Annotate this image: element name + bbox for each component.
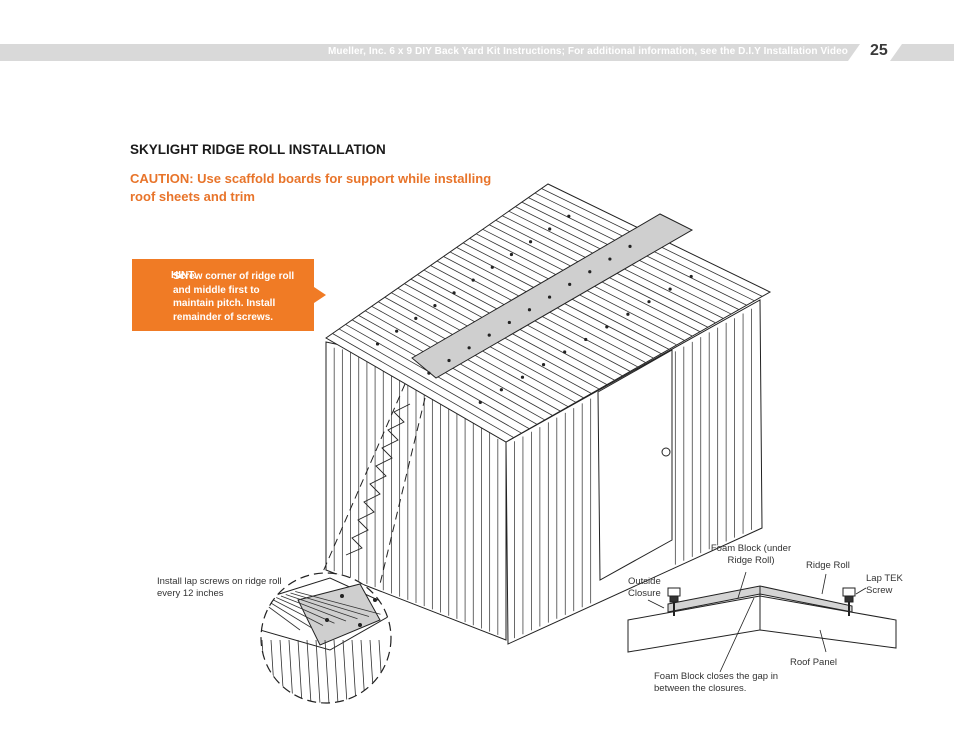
ridge-roll-label: Ridge Roll bbox=[806, 560, 850, 571]
detail-circle-outline bbox=[260, 572, 392, 704]
screw-dot bbox=[509, 252, 514, 257]
screw-dot bbox=[427, 371, 431, 375]
screw-dot bbox=[478, 400, 482, 404]
hint-box: HINT: bbox=[132, 259, 328, 331]
caution-text: CAUTION: Use scaffold boards for support… bbox=[130, 171, 492, 204]
label-leaders bbox=[647, 571, 867, 673]
screw-dot bbox=[628, 244, 632, 248]
detail-rib bbox=[288, 639, 294, 703]
screw-dot bbox=[541, 363, 546, 367]
detail-rib bbox=[297, 639, 303, 703]
detail-roof-rib bbox=[271, 598, 324, 626]
screw-dot bbox=[528, 240, 533, 244]
screw-dot bbox=[563, 350, 567, 354]
screw-dot bbox=[452, 291, 456, 295]
screw-dot bbox=[567, 214, 571, 218]
outside-closure-label: Outside Closure bbox=[628, 576, 661, 599]
screw-dot bbox=[568, 282, 572, 286]
screw-dot bbox=[467, 346, 471, 350]
screw-dot bbox=[375, 342, 380, 346]
detail-roof-rib bbox=[295, 591, 381, 615]
roof-panel-label: Roof Panel bbox=[790, 657, 838, 668]
detail-rib bbox=[333, 639, 339, 703]
screw-dot bbox=[471, 278, 475, 282]
detail-roof-rib bbox=[266, 600, 312, 629]
header-title: Mueller, Inc. 6 x 9 DIY Back Yard Kit In… bbox=[327, 46, 848, 57]
screw-dot bbox=[605, 325, 609, 329]
tek-screw-left bbox=[667, 587, 681, 616]
detail-rib bbox=[351, 639, 357, 703]
roof-screw-dots bbox=[375, 214, 693, 404]
screw-dot bbox=[520, 375, 525, 379]
screw-dot bbox=[547, 295, 552, 299]
tek-screw-right bbox=[842, 587, 856, 616]
hint-label: HINT: bbox=[171, 270, 197, 281]
detail-callout-lines bbox=[321, 383, 426, 585]
detail-rib bbox=[342, 639, 348, 703]
screw-dot bbox=[507, 320, 511, 325]
detail-rib bbox=[315, 639, 321, 703]
detail-roof-rib bbox=[280, 595, 347, 622]
screw-dot bbox=[608, 257, 612, 261]
detail-rib bbox=[306, 639, 312, 703]
lap-tek-screw-label: Lap TEK Screw bbox=[866, 573, 903, 596]
ridge-cross-section bbox=[627, 585, 897, 653]
header-band bbox=[0, 44, 954, 61]
screw-dot bbox=[626, 312, 630, 316]
screw-dot bbox=[499, 388, 503, 392]
roof-rib bbox=[338, 328, 522, 434]
screw-dot bbox=[668, 287, 672, 291]
screw-dot bbox=[527, 308, 532, 312]
roof-rib bbox=[332, 333, 514, 438]
screw-dot bbox=[414, 316, 418, 320]
lap-screws-label: Install lap screws on ridge roll every 1… bbox=[157, 576, 282, 599]
detail-rib bbox=[324, 639, 330, 703]
ridge-roll-band bbox=[411, 213, 694, 379]
detail-roof-rib bbox=[290, 592, 370, 617]
detail-roof-rib bbox=[285, 594, 358, 620]
screw-dot bbox=[548, 227, 552, 231]
screw-dot bbox=[588, 270, 592, 274]
shed-gable-wall-ribs bbox=[333, 347, 499, 635]
shed-door bbox=[597, 349, 673, 581]
detail-roof-rib bbox=[276, 597, 335, 624]
screw-dot bbox=[490, 265, 494, 269]
hint-body: Screw corner of ridge roll and middle fi… bbox=[173, 271, 295, 323]
screw-dot bbox=[447, 358, 451, 363]
screw-dot bbox=[395, 329, 399, 333]
screw-dot bbox=[647, 300, 651, 304]
foam-block-top-label: Foam Block (under Ridge Roll) bbox=[710, 543, 792, 566]
section-title: SKYLIGHT RIDGE ROLL INSTALLATION bbox=[130, 142, 386, 157]
screw-dot bbox=[487, 333, 491, 337]
zigzag-leader bbox=[345, 403, 411, 556]
foam-block-bottom-label: Foam Block closes the gap in between the… bbox=[654, 671, 779, 694]
page-number: 25 bbox=[870, 42, 888, 59]
shed-side-wall-ribs bbox=[514, 308, 752, 639]
screw-dot bbox=[584, 337, 588, 342]
screw-dot bbox=[689, 274, 693, 279]
screw-dot bbox=[433, 304, 437, 308]
